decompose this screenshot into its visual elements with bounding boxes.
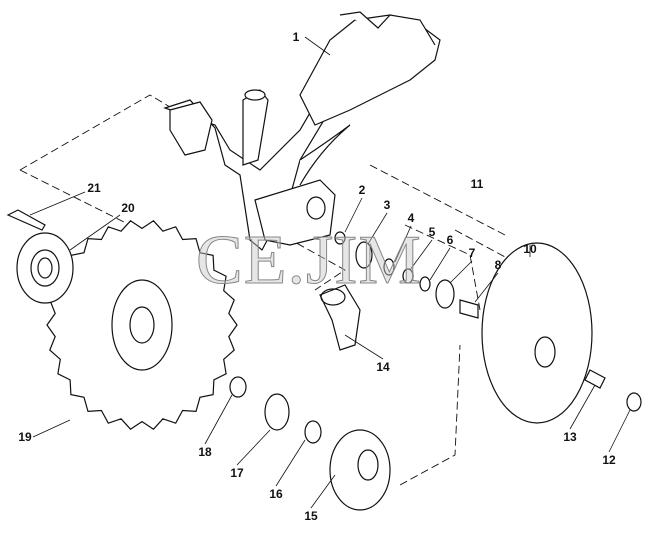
callout-1: 1 (292, 30, 300, 44)
callout-6: 6 (446, 233, 454, 247)
callout-18: 18 (198, 445, 212, 459)
callout-7: 7 (468, 246, 476, 260)
callout-11: 11 (470, 177, 484, 191)
bushing-part-8 (459, 299, 479, 319)
callout-3: 3 (383, 198, 391, 212)
callout-16: 16 (269, 487, 283, 501)
ring-part-5 (402, 268, 414, 284)
ring-part-16 (304, 420, 322, 444)
bearing-part-17 (264, 393, 290, 431)
callout-12: 12 (602, 453, 616, 467)
callout-4: 4 (407, 211, 415, 225)
seal-part-3 (355, 241, 373, 269)
ring-part-18 (229, 376, 247, 398)
frame-part-1 (163, 11, 441, 251)
callout-17: 17 (230, 466, 244, 480)
washer-part-12 (626, 392, 642, 412)
wheel-part-10 (481, 242, 593, 424)
callout-20: 20 (121, 201, 135, 215)
watermark: CE.JIM (196, 222, 422, 299)
hub-part-20 (16, 232, 74, 304)
callout-5: 5 (428, 225, 436, 239)
ring-part-6 (419, 276, 431, 292)
callout-13: 13 (563, 430, 577, 444)
callout-8: 8 (494, 258, 502, 272)
arm-part-14-bore (320, 288, 346, 306)
callout-2: 2 (358, 183, 366, 197)
arm-part-14 (319, 284, 361, 351)
ring-part-4 (383, 258, 395, 276)
bolt-part-13 (584, 369, 606, 389)
flange-part-15 (329, 429, 391, 511)
disc-part-19 (46, 220, 238, 430)
callout-10: 10 (523, 242, 537, 256)
flange-part-15-bore (357, 449, 379, 481)
bolt-part-21 (6, 209, 46, 231)
leader-lines (29, 36, 631, 509)
callout-15: 15 (304, 509, 318, 523)
callout-21: 21 (87, 181, 101, 195)
washer-part-2 (334, 231, 346, 245)
callout-19: 19 (18, 430, 32, 444)
callout-14: 14 (376, 360, 390, 374)
bearing-part-7 (435, 279, 455, 309)
